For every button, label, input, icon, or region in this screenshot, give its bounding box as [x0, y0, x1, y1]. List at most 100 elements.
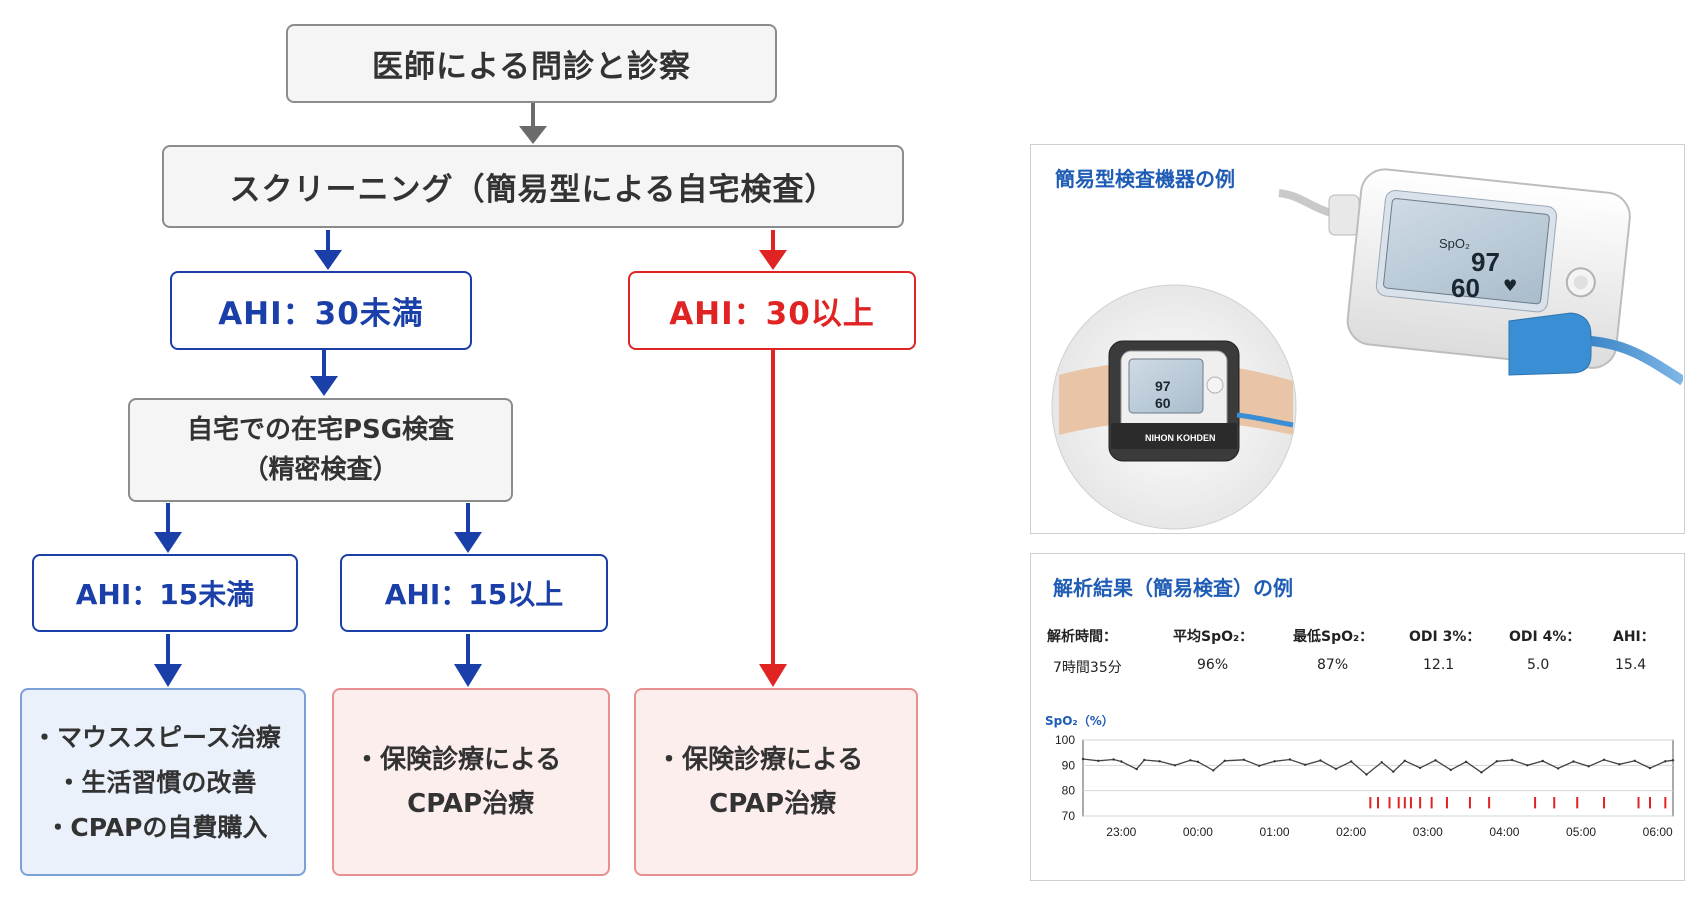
stat-value: 7時間35分 [1053, 660, 1122, 676]
x-tick-label: 23:00 [1106, 825, 1136, 839]
spo2-point [1143, 758, 1146, 762]
ahi-lt15-box: AHI：15未満 [32, 554, 298, 632]
spo2-point [1556, 767, 1560, 770]
stat-value: 15.4 [1615, 657, 1647, 673]
spo2-point [1449, 768, 1452, 772]
arrow-screening-to-ahi-ge30 [759, 230, 787, 270]
cpap-text-2: 保険診療による CPAP治療 [656, 738, 863, 826]
spo2-point [1618, 763, 1621, 766]
consult-label: 医師による問診と診察 [371, 49, 692, 85]
ahi-lt30-box: AHI：30未満 [170, 271, 472, 350]
spo2-point [1288, 758, 1292, 761]
spo2-point [1120, 760, 1123, 763]
cpap-line2: CPAP治療 [407, 789, 535, 819]
spo2-point [1464, 760, 1468, 763]
ahi-lt15-label: AHI：15未満 [75, 578, 255, 611]
list-item: 生活習慣の改善 [32, 760, 281, 805]
ahi-ge30-box: AHI：30以上 [628, 271, 916, 350]
sensor-plug-shape [1508, 312, 1592, 376]
screening-label: スクリーニング（簡易型による自宅検査） [229, 172, 837, 208]
psg-line1: 自宅での在宅PSG検査 [186, 415, 455, 445]
device-illustration: SpO₂ 97 60 ♥ 97 60 NIHON KOHDEN [1051, 168, 1683, 530]
wrist-screen-value-1: 97 [1155, 378, 1171, 394]
cpap-line1: 保険診療による [354, 745, 561, 775]
spo2-point [1173, 764, 1177, 767]
sensor-cable-shape [1590, 336, 1683, 386]
spo2-point [1602, 758, 1606, 761]
device-panel: 簡易型検査機器の例 [1030, 144, 1685, 534]
stat-value: 96% [1197, 657, 1229, 673]
ahi-ge15-box: AHI：15以上 [340, 554, 608, 632]
cpap-box-2: 保険診療による CPAP治療 [634, 688, 918, 876]
brand-label: NIHON KOHDEN [1145, 433, 1216, 443]
spo2-point [1319, 759, 1322, 762]
ahi-ge15-label: AHI：15以上 [384, 578, 564, 611]
spo2-point [1380, 761, 1383, 764]
cpap-text-1: 保険診療による CPAP治療 [354, 738, 561, 826]
spo2-point [1572, 760, 1575, 763]
device-panel-title: 簡易型検査機器の例 [1055, 167, 1235, 191]
x-tick-label: 06:00 [1643, 825, 1673, 839]
arrow-ahi-ge15-to-cpap [454, 634, 482, 687]
y-tick-label: 90 [1062, 758, 1076, 772]
stat-label: ODI 4%： [1509, 629, 1581, 645]
result-panel-title: 解析結果（簡易検査）の例 [1053, 576, 1293, 600]
result-panel: 解析結果（簡易検査）の例 解析時間： 7時間35分 平均SpO₂： 96% 最低… [1030, 553, 1685, 881]
spo2-point [1434, 759, 1437, 762]
screening-box: スクリーニング（簡易型による自宅検査） [162, 145, 904, 228]
spo2-point [1135, 767, 1138, 771]
spo2-point [1495, 760, 1498, 763]
spo2-point [1097, 759, 1100, 762]
spo2-point [1196, 760, 1200, 763]
device-screen-value-1: 97 [1471, 247, 1500, 277]
tube-shape [1278, 189, 1333, 217]
spo2-point [1633, 759, 1636, 762]
cpap-line2: CPAP治療 [709, 789, 837, 819]
spo2-point [1541, 759, 1544, 763]
spo2-point [1112, 758, 1115, 761]
stat-label: 解析時間： [1047, 629, 1117, 645]
psg-line2: （精密検査） [242, 455, 399, 485]
ahi-ge30-label: AHI：30以上 [669, 296, 875, 332]
y-tick-label: 70 [1062, 809, 1076, 823]
spo2-point [1671, 759, 1675, 762]
wrist-device-shape [1059, 340, 1294, 462]
x-tick-label: 05:00 [1566, 825, 1596, 839]
stat-value: 5.0 [1527, 657, 1550, 673]
stat-label: 平均SpO₂： [1173, 629, 1254, 645]
spo2-point [1365, 773, 1368, 776]
main-device-shape [1346, 168, 1631, 369]
ahi-lt30-label: AHI：30未満 [218, 296, 424, 332]
wrist-screen-value-2: 60 [1155, 395, 1171, 411]
stat-value: 12.1 [1423, 657, 1455, 673]
spo2-point [1304, 763, 1307, 766]
spo2-point [1258, 764, 1261, 767]
spo2-series-line [1082, 758, 1674, 776]
list-item: マウススピース治療 [32, 715, 281, 760]
spo2-point [1081, 757, 1085, 761]
device-screen-value-2: 60 [1451, 273, 1480, 303]
spo2-point [1648, 766, 1652, 770]
spo2-point [1418, 766, 1422, 770]
heart-icon: ♥ [1503, 276, 1517, 295]
consult-box: 医師による問診と診察 [286, 24, 777, 103]
spo2-point [1664, 760, 1667, 763]
cpap-box-1: 保険診療による CPAP治療 [332, 688, 610, 876]
spo2-point [1403, 759, 1406, 762]
device-screen-label: SpO₂ [1439, 236, 1470, 251]
chart-ylabel: SpO₂（%） [1045, 714, 1114, 728]
mild-treatment-list: マウススピース治療 生活習慣の改善 CPAPの自費購入 [32, 715, 281, 850]
psg-box: 自宅での在宅PSG検査 （精密検査） [128, 398, 513, 502]
spo2-point [1350, 760, 1353, 763]
x-tick-label: 01:00 [1260, 825, 1290, 839]
x-tick-label: 00:00 [1183, 825, 1213, 839]
y-tick-label: 100 [1055, 733, 1075, 747]
spo2-point [1189, 759, 1192, 762]
spo2-point [1480, 771, 1483, 774]
spo2-point [1242, 758, 1246, 761]
arrow-screening-to-ahi-lt30 [314, 230, 342, 270]
mild-treatment-box: マウススピース治療 生活習慣の改善 CPAPの自費購入 [20, 688, 306, 876]
arrow-ahi-ge30-to-cpap [759, 350, 787, 687]
